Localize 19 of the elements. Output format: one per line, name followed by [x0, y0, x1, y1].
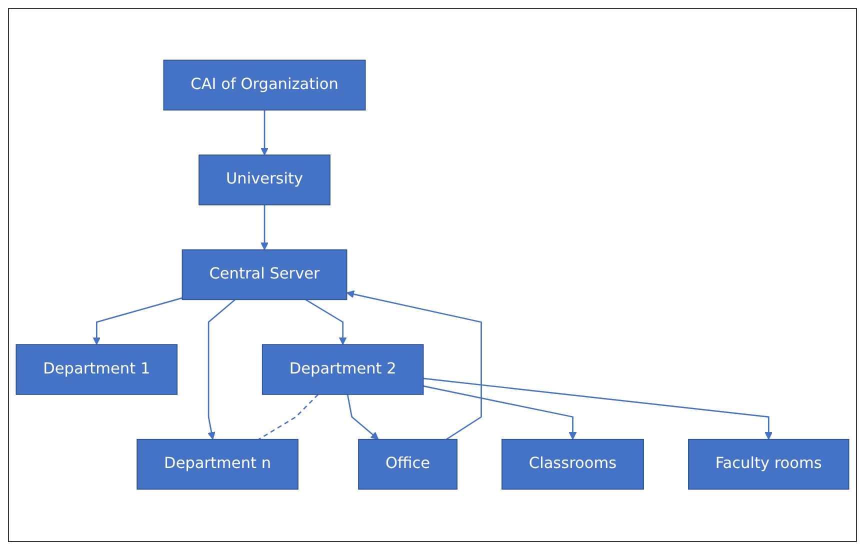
arrow	[305, 299, 347, 346]
node-box: Central Server	[182, 250, 348, 300]
arrow	[260, 205, 268, 250]
arrow	[423, 386, 577, 440]
node-box: Office	[358, 439, 458, 490]
arrow	[208, 299, 236, 440]
arrow	[92, 298, 182, 346]
node-box: Classrooms	[502, 439, 644, 490]
arrow	[346, 394, 379, 440]
arrow	[346, 290, 482, 440]
node-box: CAI of Organization	[163, 60, 366, 111]
node-box: University	[198, 154, 330, 206]
arrow	[260, 110, 268, 156]
node-box: Faculty rooms	[688, 439, 850, 490]
node-box: Department n	[136, 439, 298, 490]
node-box: Department 1	[16, 344, 178, 396]
arrow	[423, 378, 773, 440]
node-box: Department 2	[262, 344, 424, 396]
connector	[258, 394, 319, 440]
